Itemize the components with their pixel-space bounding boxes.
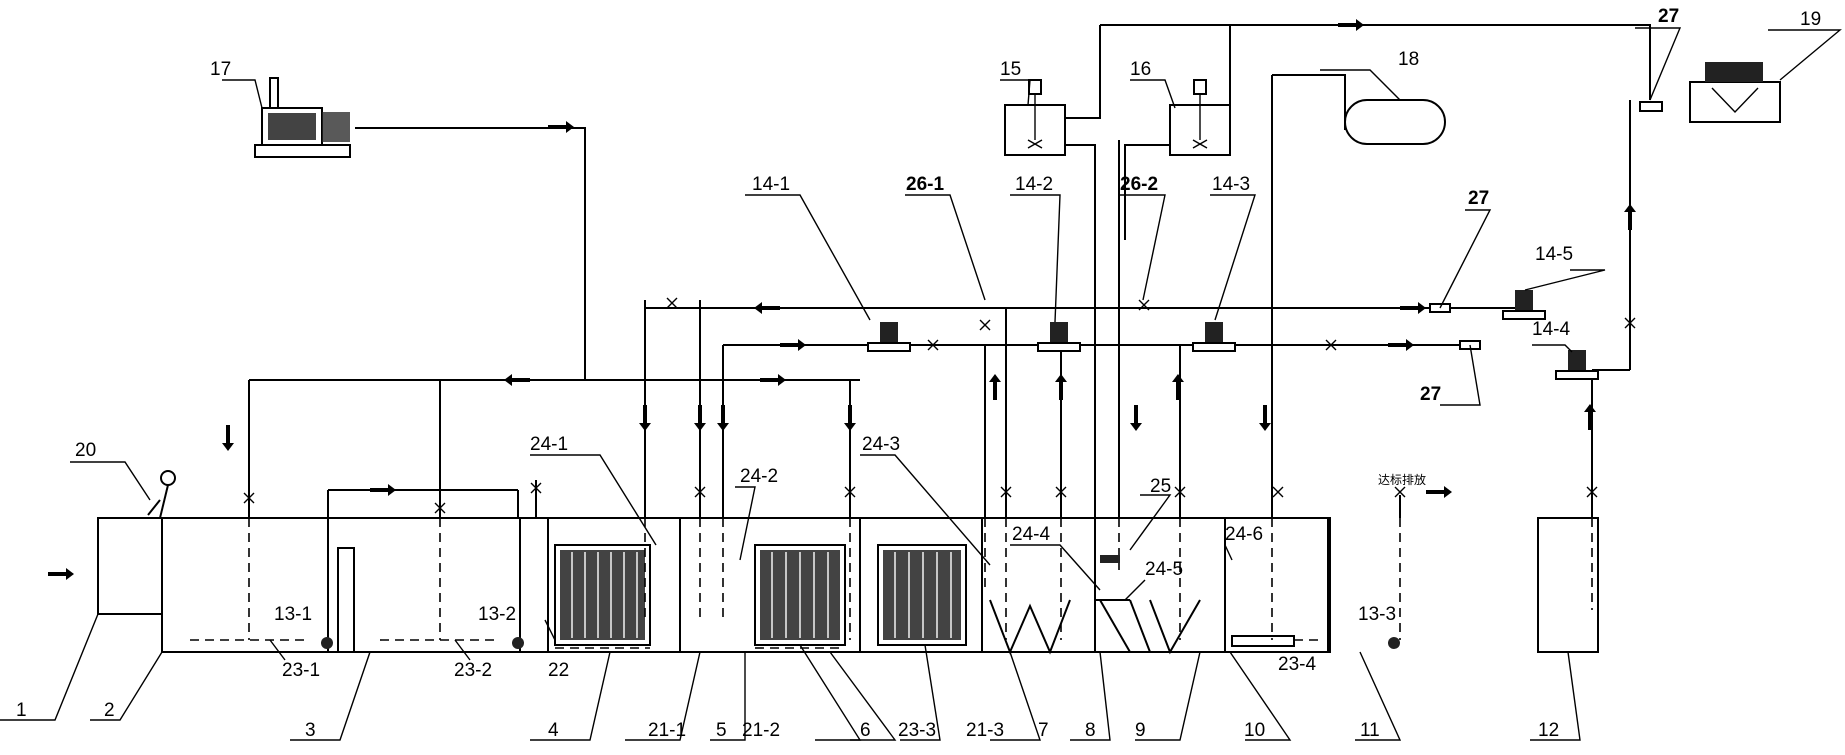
label-27-b: 27 xyxy=(1420,384,1441,405)
baffle-wall xyxy=(337,547,355,653)
valve-icon xyxy=(979,319,991,331)
pump-13-1-icon xyxy=(321,637,333,649)
device-25 xyxy=(1100,555,1120,563)
label-21-3: 21-3 xyxy=(966,720,1004,741)
valve-icon xyxy=(434,502,446,514)
label-23-2: 23-2 xyxy=(454,660,492,681)
label-11: 11 xyxy=(1360,720,1380,741)
label-24-3: 24-3 xyxy=(862,434,900,455)
valve-icon xyxy=(1000,486,1012,498)
valve-icon xyxy=(1624,317,1636,329)
label-23-3: 23-3 xyxy=(898,720,936,741)
label-13-2: 13-2 xyxy=(478,604,516,625)
tank-body xyxy=(161,517,1331,653)
label-25: 25 xyxy=(1150,476,1171,497)
label-14-1: 14-1 xyxy=(752,174,790,195)
flow-arrows xyxy=(48,19,1636,580)
label-discharge: 达标排放 xyxy=(1378,472,1426,487)
pump-14-1-icon xyxy=(867,322,911,352)
pipe-network xyxy=(249,24,1651,470)
inlet-box xyxy=(97,517,163,615)
valve-icon xyxy=(927,339,939,351)
label-22: 22 xyxy=(548,660,569,681)
label-27-a: 27 xyxy=(1468,188,1489,209)
pump-14-3-icon xyxy=(1192,322,1236,352)
label-13-3: 13-3 xyxy=(1358,604,1396,625)
pumps-14 xyxy=(867,290,1599,380)
unit-19 xyxy=(1689,81,1781,123)
valve-icon xyxy=(243,492,255,504)
label-13-1: 13-1 xyxy=(274,604,312,625)
label-18: 18 xyxy=(1398,49,1419,70)
label-5: 5 xyxy=(716,720,727,741)
label-21-1: 21-1 xyxy=(648,720,686,741)
main-tank-train xyxy=(97,517,1599,653)
label-26-1: 26-1 xyxy=(906,174,944,195)
valve-icon xyxy=(1394,486,1406,498)
valve-icon xyxy=(1138,299,1150,311)
label-21-2: 21-2 xyxy=(742,720,780,741)
storage-vessel-18 xyxy=(1344,99,1446,145)
equipment xyxy=(147,62,1781,563)
leader-lines xyxy=(0,27,1842,741)
labels: 1 2 3 4 5 6 7 8 9 10 11 12 13-1 13-2 13-… xyxy=(16,6,1821,741)
label-17: 17 xyxy=(210,59,231,80)
label-27-c: 27 xyxy=(1658,6,1679,27)
pump-14-4-icon xyxy=(1555,350,1599,380)
operator-figure-20 xyxy=(147,470,176,519)
valve-icon xyxy=(1174,486,1186,498)
pump-14-2-icon xyxy=(1037,322,1081,352)
label-23-1: 23-1 xyxy=(282,660,320,681)
valve-icon xyxy=(666,297,678,309)
label-24-1: 24-1 xyxy=(530,434,568,455)
flowmeter-icon xyxy=(1639,101,1663,112)
valve-icon xyxy=(844,486,856,498)
valve-icon xyxy=(1055,486,1067,498)
label-2: 2 xyxy=(104,700,115,721)
label-1: 1 xyxy=(16,700,27,721)
label-8: 8 xyxy=(1085,720,1096,741)
valves xyxy=(243,297,1636,514)
zigzag-baffles xyxy=(989,599,1201,655)
valve-icon xyxy=(1586,486,1598,498)
pump-13-2-icon xyxy=(512,637,524,649)
tank-12 xyxy=(1537,517,1599,653)
label-7: 7 xyxy=(1038,720,1049,741)
label-16: 16 xyxy=(1130,59,1151,80)
valve-icon xyxy=(694,486,706,498)
label-23-4: 23-4 xyxy=(1278,654,1316,675)
label-19: 19 xyxy=(1800,9,1821,30)
label-15: 15 xyxy=(1000,59,1021,80)
label-4: 4 xyxy=(548,720,559,741)
diffuser-23-4 xyxy=(1231,635,1295,647)
label-24-6: 24-6 xyxy=(1225,524,1263,545)
label-3: 3 xyxy=(305,720,316,741)
label-24-5: 24-5 xyxy=(1145,559,1183,580)
label-6: 6 xyxy=(860,720,871,741)
label-14-2: 14-2 xyxy=(1015,174,1053,195)
label-24-2: 24-2 xyxy=(740,466,778,487)
label-14-3: 14-3 xyxy=(1212,174,1250,195)
label-20: 20 xyxy=(75,440,96,461)
blower-17 xyxy=(254,77,351,158)
submersible-pumps xyxy=(321,637,1400,649)
pump-13-3-icon xyxy=(1388,637,1400,649)
label-12: 12 xyxy=(1538,720,1559,741)
label-14-4: 14-4 xyxy=(1532,319,1570,340)
label-24-4: 24-4 xyxy=(1012,524,1050,545)
membrane-modules xyxy=(554,544,967,646)
label-26-2: 26-2 xyxy=(1120,174,1158,195)
label-9: 9 xyxy=(1135,720,1146,741)
label-10: 10 xyxy=(1244,720,1265,741)
label-14-5: 14-5 xyxy=(1535,244,1573,265)
valve-icon xyxy=(1325,339,1337,351)
valve-icon xyxy=(530,482,542,494)
valve-icon xyxy=(1272,486,1284,498)
pump-14-5-icon xyxy=(1502,290,1546,320)
